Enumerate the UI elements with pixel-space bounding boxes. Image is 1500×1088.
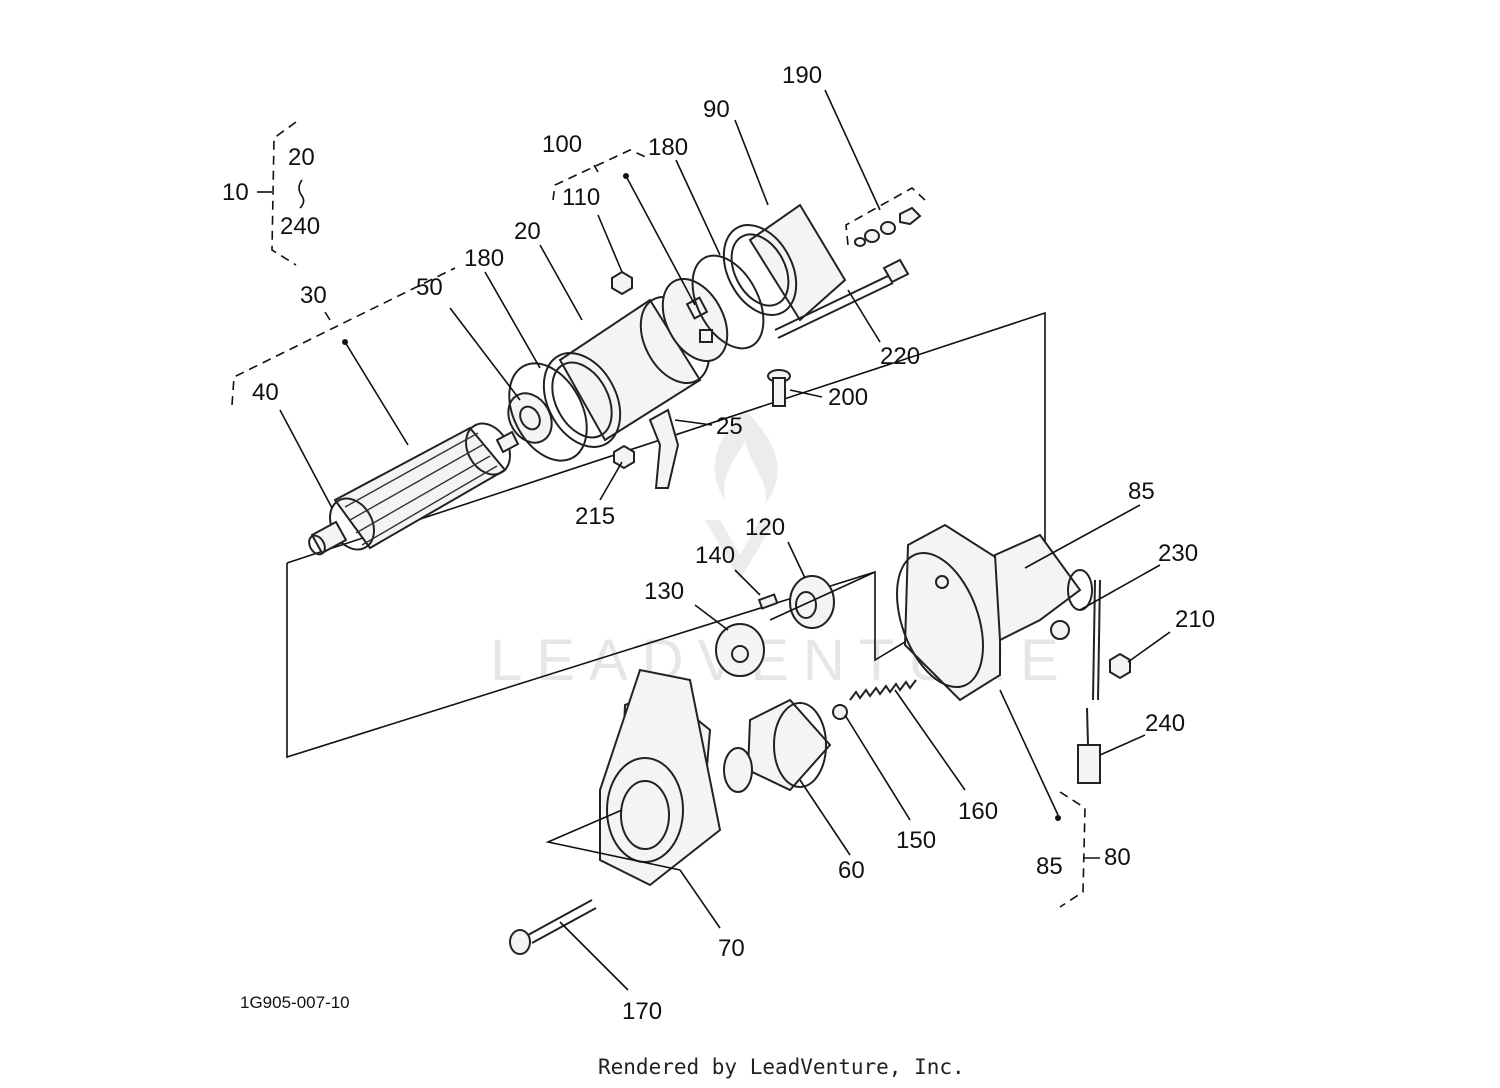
- armature-part: [308, 422, 520, 556]
- label-85-bottom: 85: [1036, 853, 1063, 880]
- o-ring-left: [508, 362, 588, 462]
- pin-140: [757, 593, 779, 610]
- label-160: 160: [958, 798, 998, 825]
- magnet-switch-part: [896, 523, 1093, 702]
- label-20-yoke: 20: [514, 218, 541, 245]
- lead-wire-part: [1092, 579, 1101, 701]
- label-110: 110: [562, 184, 600, 211]
- through-bolts-part: [774, 258, 910, 339]
- leader-lines: [279, 89, 1171, 991]
- label-150: 150: [896, 827, 936, 854]
- rear-cover-part: [722, 203, 847, 322]
- clutch-part: [723, 698, 832, 793]
- bracket-10-tilde: [298, 179, 305, 209]
- label-230: 230: [1158, 540, 1198, 567]
- label-170: 170: [622, 998, 662, 1025]
- ball-part: [832, 704, 848, 720]
- label-120: 120: [745, 514, 785, 541]
- nut-110: [611, 270, 633, 296]
- label-180-right: 180: [648, 134, 688, 161]
- label-220: 220: [880, 343, 920, 370]
- idle-gear-part: [789, 575, 835, 629]
- drawing-number: 1G905-007-10: [240, 993, 350, 1012]
- label-50: 50: [416, 274, 443, 301]
- label-25: 25: [716, 413, 743, 440]
- brush-part: [648, 408, 680, 489]
- bracket-100-tick: [593, 164, 599, 173]
- yoke-part: [542, 296, 711, 448]
- label-180-left: 180: [464, 245, 504, 272]
- nut-210: [1109, 652, 1131, 680]
- watermark-flame-icon: [714, 410, 778, 505]
- spring-part: [849, 679, 917, 701]
- bracket-100: [552, 149, 649, 201]
- o-ring-right: [691, 254, 765, 350]
- nut-215: [613, 444, 635, 470]
- terminal-part: [1077, 707, 1101, 784]
- label-200: 200: [828, 384, 868, 411]
- watermark-v-icon: [705, 520, 775, 580]
- label-85-top: 85: [1128, 478, 1155, 505]
- front-bracket-part: [599, 668, 722, 887]
- footer-credit: Rendered by LeadVenture, Inc.: [598, 1055, 965, 1079]
- label-100: 100: [542, 131, 582, 158]
- label-190: 190: [782, 62, 822, 89]
- part-labels: 10 20 240 30 40 50 180 20 100 110 180 90…: [222, 62, 1215, 1025]
- assembly-outline: [286, 311, 1046, 759]
- label-80: 80: [1104, 844, 1131, 871]
- label-240-bottom: 240: [1145, 710, 1185, 737]
- label-60: 60: [838, 857, 865, 884]
- label-30: 30: [300, 282, 327, 309]
- label-90: 90: [703, 96, 730, 123]
- screw-200: [767, 369, 791, 407]
- nut-washer-set: [854, 206, 922, 247]
- label-130: 130: [644, 578, 684, 605]
- bracket-30-tick: [324, 311, 331, 321]
- bracket-10: [271, 121, 297, 266]
- bracket-80: [1059, 791, 1086, 908]
- label-210: 210: [1175, 606, 1215, 633]
- label-40: 40: [252, 379, 279, 406]
- label-20-top: 20: [288, 144, 315, 171]
- retainer-part: [715, 623, 765, 677]
- label-140: 140: [695, 542, 735, 569]
- label-70: 70: [718, 935, 745, 962]
- label-10: 10: [222, 179, 249, 206]
- label-240-top: 240: [280, 213, 320, 240]
- label-215: 215: [575, 503, 615, 530]
